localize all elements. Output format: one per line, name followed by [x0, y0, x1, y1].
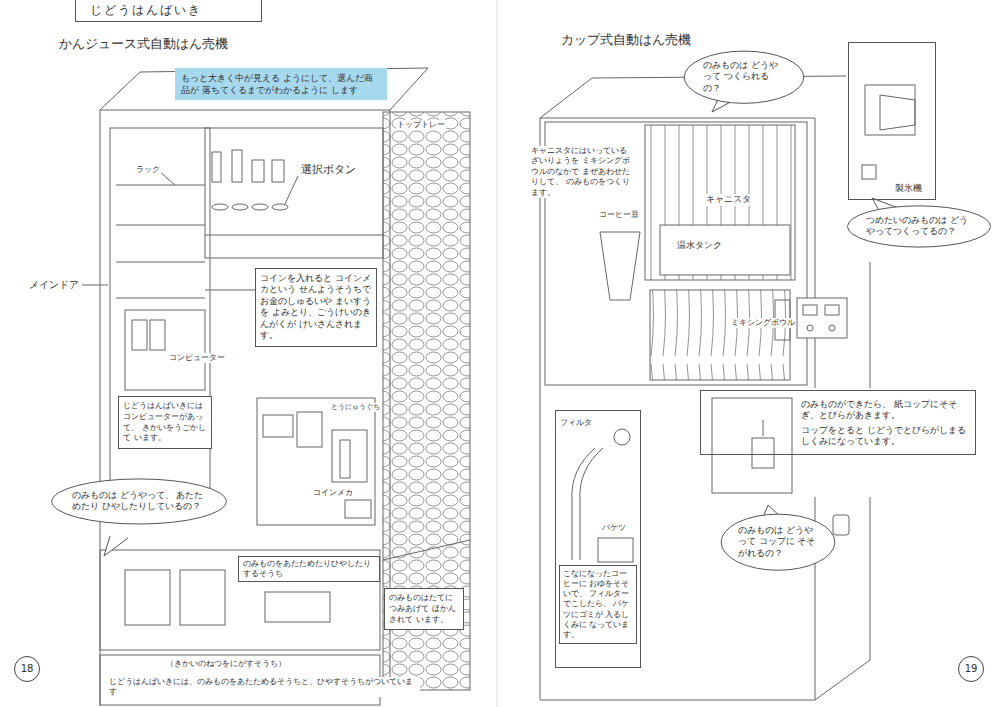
page-number: 19	[958, 656, 984, 682]
part-label: ミキシングボウル	[730, 318, 796, 328]
node-text: のみものは どうやって コップに そそがれるの？	[738, 525, 818, 559]
node-text: のみものは どうやって つくられるの？	[703, 60, 785, 94]
inset-box: フィルタバケツこなになったコーヒーに おゆをそそいで、 フィルターでこしたら、 …	[555, 410, 641, 668]
explain-box: コインを入れると コインメカという せんようそうちで お金のしゅるいや まいすう…	[255, 268, 377, 347]
node-text: フィルタ	[560, 418, 592, 429]
node-text: つめたいのみものは どうやってつくってるの？	[866, 215, 972, 238]
part-label: ラック	[135, 165, 161, 175]
part-box: のみものをあたためたりひやしたりするそうち	[238, 556, 380, 582]
node-text: バケツ	[602, 523, 626, 534]
part-label: とうにゅうぐち	[330, 403, 381, 412]
note-text: （きかいのねつをにがすそうち）	[165, 659, 287, 669]
node-text: のみものはたてに つみあげて ほかんされて います。	[389, 593, 459, 625]
note-text: じどうはんばいきには、のみものをあたためるそうちと、ひやすそうちがついています	[108, 677, 420, 697]
explain-box: じどうはんばいきには コンピューターがあって、 きかいをうごかして います。	[118, 396, 212, 449]
page-divider	[497, 0, 498, 707]
node-text: こなになったコーヒーに おゆをそそいで、 フィルターでこしたら、 バケツにゴミが…	[563, 569, 633, 640]
part-label: メインドア	[28, 278, 80, 291]
node-text: もっと大きく中が見える ようにして、選んだ商品が 落ちてくるまでがわかるように …	[181, 72, 381, 96]
speech-bubble: つめたいのみものは どうやってつくってるの？	[846, 205, 992, 248]
part-label: コインメカ	[312, 488, 354, 498]
node-text: コップをとると じどうでとびらがしまる しくみになっています。	[801, 425, 969, 448]
page-heading: カップ式自動はん売機	[560, 32, 692, 49]
speech-bubble: のみものは どうやって、 あたためたり ひやしたりしているの？	[50, 478, 228, 525]
explain-box: こなになったコーヒーに おゆをそそいで、 フィルターでこしたら、 バケツにゴミが…	[559, 565, 637, 644]
part-label: コーヒー豆	[598, 210, 640, 220]
note-text: キャニスタにはいっているざいりょうを ミキシングボウルのなかで まぜあわせたりし…	[530, 146, 632, 198]
node-text: のみものは どうやって、 あたためたり ひやしたりしているの？	[72, 490, 206, 513]
part-label: コンピューター	[168, 353, 226, 363]
page-heading: かんジュース式自動はん売機	[58, 36, 229, 53]
page-number: 18	[14, 656, 40, 682]
speech-bubble: のみものは どうやって つくられるの？	[683, 50, 805, 104]
can-machine-outline	[82, 68, 470, 706]
node-text: 製氷機	[895, 183, 922, 194]
part-label: トップトレー	[396, 120, 446, 130]
part-label: 選択ボタン	[300, 163, 357, 177]
node-text: のみものをあたためたりひやしたりするそうち	[243, 559, 375, 579]
part-label: キャニスタ	[705, 194, 752, 206]
node-text: コインを入れると コインメカという せんようそうちで お金のしゅるいや まいすう…	[260, 273, 372, 342]
bubble-tail	[104, 95, 898, 556]
inset-box: のみものができたら、 紙コップにそそぎ、とびらがあきます。コップをとると じどう…	[700, 390, 976, 455]
speech-bubble: のみものは どうやって コップに そそがれるの？	[720, 513, 836, 571]
node-text: のみものができたら、 紙コップにそそぎ、とびらがあきます。	[801, 399, 969, 422]
inset-box: 製氷機	[848, 42, 936, 200]
part-label: 温水タンク	[676, 240, 723, 252]
node-text: じどうはんばいきには コンピューターがあって、 きかいをうごかして います。	[123, 401, 207, 444]
sticky-note: もっと大きく中が見える ようにして、選んだ商品が 落ちてくるまでがわかるように …	[175, 68, 387, 100]
explain-box: のみものはたてに つみあげて ほかんされて います。	[384, 588, 464, 630]
page-title: じどうはんばいき	[75, 0, 262, 22]
